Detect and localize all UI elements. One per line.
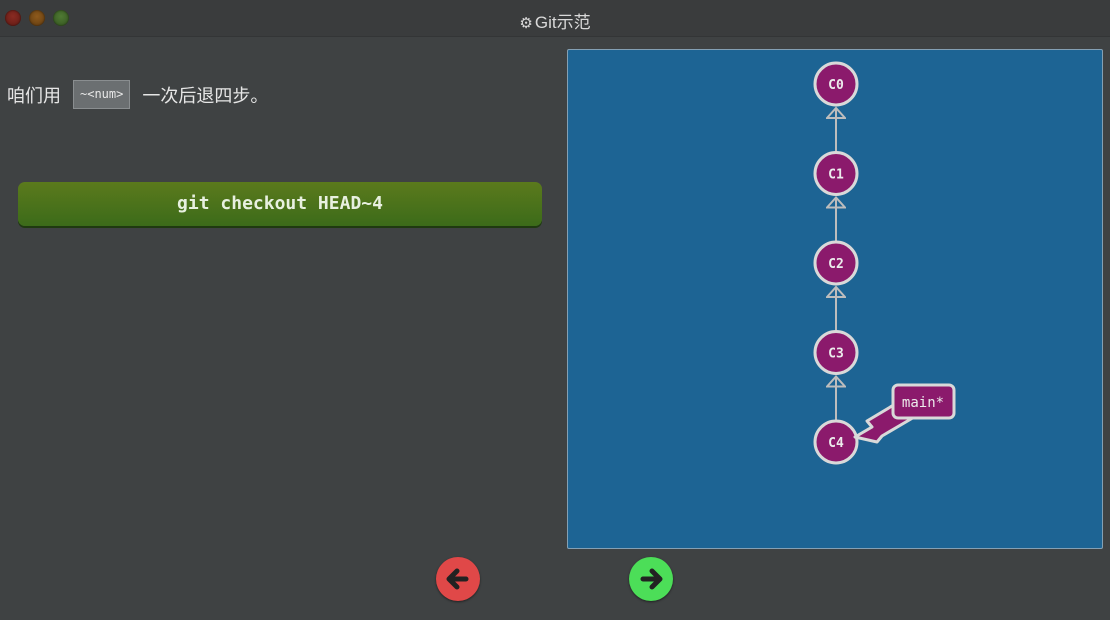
instruction-after: 一次后退四步。 [142,85,269,107]
arrow-right-icon [640,568,663,590]
commit-node [813,61,859,107]
commit-label: C2 [828,257,844,272]
commit-label: C0 [828,78,844,93]
prev-step-button[interactable] [436,557,480,601]
window-close-button[interactable] [5,10,21,26]
inline-code: ~<num> [73,80,131,109]
title-bar: ⚙Git示范 [0,0,1110,37]
window-maximize-button[interactable] [53,10,69,26]
gear-icon: ⚙ [519,15,533,32]
instruction-before: 咱们用 [7,85,61,107]
commit-node [813,240,859,286]
commit-label: C1 [828,168,844,183]
window-title-text: Git示范 [534,13,591,32]
next-step-button[interactable] [629,557,673,601]
commit-node [813,419,859,465]
commit-label: C3 [828,347,844,362]
commit-node [813,151,859,196]
arrow-left-icon [446,568,469,590]
branch-group: main* [853,383,956,444]
command-button[interactable]: git checkout HEAD~4 [18,182,542,226]
window-minimize-button[interactable] [29,10,45,26]
commit-label: C4 [828,436,844,451]
commit-node [813,330,859,375]
window-title: ⚙Git示范 [0,8,1110,33]
branch-label-box [891,383,956,420]
branch-label: main* [902,395,944,411]
instruction-text: 咱们用 ~<num> 一次后退四步。 [7,80,268,109]
